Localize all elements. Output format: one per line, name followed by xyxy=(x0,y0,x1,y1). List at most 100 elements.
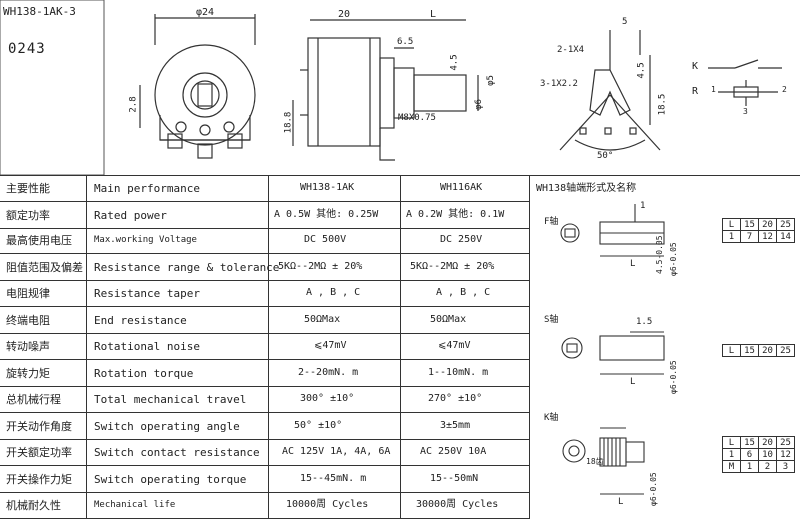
row-11-b: 15--50mN xyxy=(430,473,479,484)
header-model-a: WH138-1AK xyxy=(300,182,355,193)
switch-n1: 1 xyxy=(711,85,716,94)
k-shaft-label: K轴 xyxy=(544,413,559,423)
row-4-b: A , B , C xyxy=(436,287,491,298)
technical-drawing xyxy=(0,0,782,175)
f-dim-1: 1 xyxy=(640,201,646,211)
row-5-cn: 终端电阻 xyxy=(6,314,50,327)
row-4-a: A , B , C xyxy=(306,287,361,298)
row-7-a: 2--20mN. m xyxy=(298,367,359,378)
row-6-cn: 转动噪声 xyxy=(6,340,50,353)
row-6-en: Rotational noise xyxy=(94,340,200,353)
shaft-panel: WH138轴端形式及名称 xyxy=(530,175,800,524)
row-11-en: Switch operating torque xyxy=(94,473,247,486)
row-7-b: 1--10mN. m xyxy=(428,367,489,378)
header-model-b: WH116AK xyxy=(440,182,483,193)
row-8-en: Total mechanical travel xyxy=(94,393,247,406)
row-11-a: 15--45mN. m xyxy=(300,473,367,484)
dim-4-5: 4.5 xyxy=(449,54,460,71)
row-7-cn: 旋转力矩 xyxy=(6,367,50,380)
row-2-cn: 最高使用电压 xyxy=(6,234,72,247)
row-9-a: 50° ±10° xyxy=(294,420,343,431)
row-10-cn: 开关额定功率 xyxy=(6,446,72,459)
f-shaft-label: F轴 xyxy=(544,217,559,227)
row-3-en: Resistance range & tolerance xyxy=(94,261,280,274)
row-6-a: ⩽47mV xyxy=(314,340,347,351)
pin-d4-5: 4.5 xyxy=(636,62,647,79)
front-view xyxy=(139,14,256,159)
header-en: Main performance xyxy=(94,182,200,195)
row-4-en: Resistance taper xyxy=(94,287,200,300)
shaft-drawings xyxy=(560,204,665,495)
row-12-en: Mechanical life xyxy=(94,500,176,510)
row-3-cn: 阻值范围及偏差 xyxy=(6,261,83,274)
row-8-cn: 总机械行程 xyxy=(6,393,61,406)
s-dim-l: L xyxy=(630,377,636,387)
row-5-a: 50ΩMax xyxy=(304,314,341,325)
row-12-cn: 机械耐久性 xyxy=(6,499,61,512)
dim-phi6: φ6 xyxy=(473,99,484,110)
switch-symbol xyxy=(708,59,782,106)
k-dim-6: φ6-0.05 xyxy=(649,472,658,506)
switch-r: R xyxy=(692,86,699,97)
row-3-a: 5KΩ--2MΩ ± 20% xyxy=(278,261,363,272)
row-9-cn: 开关动作角度 xyxy=(6,420,72,433)
s-dim-15: 1.5 xyxy=(636,317,653,327)
dim-l-top: L xyxy=(430,9,437,20)
header-cn: 主要性能 xyxy=(6,182,50,195)
row-8-b: 270° ±10° xyxy=(428,393,483,404)
pin-b-label: 3-1X2.2 xyxy=(540,79,578,89)
spec-table: 主要性能 Main performance WH138-1AK WH116AK … xyxy=(0,175,530,523)
row-10-b: AC 250V 10A xyxy=(420,446,487,457)
f-dim-6: φ6-0.05 xyxy=(669,242,678,276)
s-dim-6: φ6-0.05 xyxy=(669,360,678,394)
switch-n3: 3 xyxy=(743,107,748,116)
row-9-b: 3±5mm xyxy=(440,420,471,431)
k-dim-18: 18齿 xyxy=(586,457,604,466)
switch-k: K xyxy=(692,61,699,72)
dim-phi24: φ24 xyxy=(196,7,215,18)
pin-a-label: 2-1X4 xyxy=(557,45,585,55)
row-3-b: 5KΩ--2MΩ ± 20% xyxy=(410,261,495,272)
row-12-b: 30000周 Cycles xyxy=(416,499,499,510)
pin-detail xyxy=(559,30,661,151)
f-dim-l: L xyxy=(630,259,636,269)
pin-d18-5: 18.5 xyxy=(657,93,668,116)
dim-m8: M8X0.75 xyxy=(398,113,436,123)
angle-label: 50° xyxy=(597,151,614,161)
row-5-b: 50ΩMax xyxy=(430,314,467,325)
row-9-en: Switch operating angle xyxy=(94,420,240,433)
row-6-b: ⩽47mV xyxy=(438,340,471,351)
row-2-en: Max.working Voltage xyxy=(94,235,197,245)
row-4-cn: 电阻规律 xyxy=(6,287,50,300)
row-12-a: 10000周 Cycles xyxy=(286,499,369,510)
code-label: 0243 xyxy=(8,41,46,57)
row-1-b: A 0.2W 其他: 0.1W xyxy=(406,209,505,220)
shaft-title: WH138轴端形式及名称 xyxy=(536,183,637,194)
model-label: WH138-1AK-3 xyxy=(3,5,76,18)
row-2-b: DC 250V xyxy=(440,234,483,245)
row-5-en: End resistance xyxy=(94,314,187,327)
dim-20: 20 xyxy=(338,9,351,20)
k-dim-l: L xyxy=(618,497,624,507)
dim-2-8: 2.8 xyxy=(128,96,139,113)
row-7-en: Rotation torque xyxy=(94,367,194,380)
side-view xyxy=(292,19,479,161)
row-10-a: AC 125V 1A, 4A, 6A xyxy=(282,446,391,457)
row-11-cn: 开关操作力矩 xyxy=(6,473,72,486)
row-10-en: Switch contact resistance xyxy=(94,446,260,459)
s-shaft-label: S轴 xyxy=(544,315,559,325)
row-1-cn: 额定功率 xyxy=(6,209,50,222)
switch-n2: 2 xyxy=(782,85,787,94)
f-dim-45: 4.5-0.05 xyxy=(655,235,664,274)
dim-phi5: φ5 xyxy=(485,75,496,86)
row-2-a: DC 500V xyxy=(304,234,347,245)
row-8-a: 300° ±10° xyxy=(300,393,355,404)
dim-6-5: 6.5 xyxy=(397,37,414,47)
dim-18-8: 18.8 xyxy=(283,111,294,134)
row-1-a: A 0.5W 其他: 0.25W xyxy=(274,209,379,220)
pin-d5: 5 xyxy=(622,17,628,27)
row-1-en: Rated power xyxy=(94,209,167,222)
